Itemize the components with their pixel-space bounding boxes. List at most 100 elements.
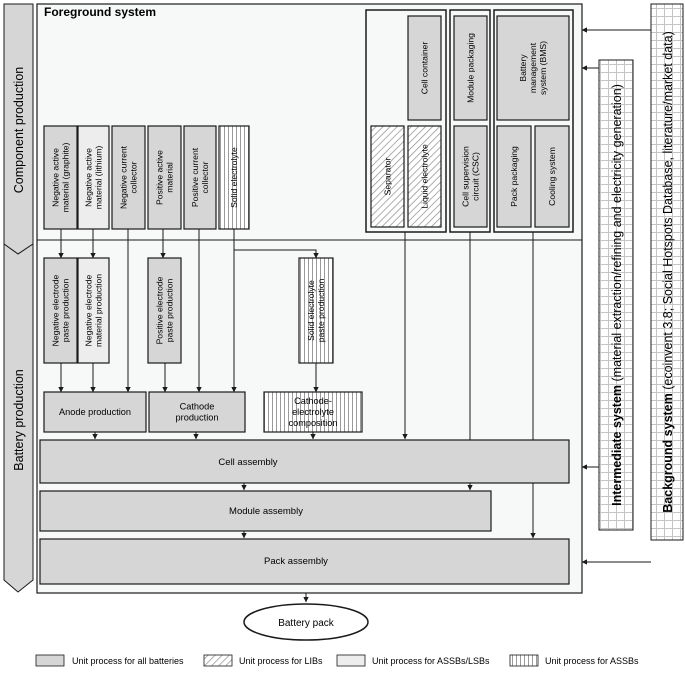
cell-assembly-box <box>39 439 570 484</box>
legend-swatch-libs <box>203 654 233 667</box>
cathode-electrolyte-composition-label-line: Cathode- <box>294 396 332 406</box>
battery-management-system-label: Batterymanagementsystem (BMS) <box>518 41 548 95</box>
pack-assembly-box <box>39 538 570 585</box>
pos-active-material-label: Positive activematerial <box>154 150 174 205</box>
cell-supervision-circuit-label-line: Cell supervision <box>460 146 470 207</box>
neg-active-graphite-label-line: material (graphite) <box>61 142 71 212</box>
solid-electrolyte-paste-label: Solid electrolytepaste production <box>306 279 326 343</box>
cell-assembly-label: Cell assembly <box>218 457 277 468</box>
pos-electrode-paste-label: Positive electrodepaste production <box>154 276 174 344</box>
neg-active-graphite-label: Negative activematerial (graphite) <box>50 142 70 212</box>
liquid-electrolyte-label-line: Liquid electrolyte <box>420 144 430 209</box>
cell-supervision-circuit-box <box>453 125 488 228</box>
neg-active-lithium-box <box>77 125 110 230</box>
battery-management-system-label-line: Battery <box>518 54 528 82</box>
background-system-box <box>650 3 684 541</box>
pos-electrode-paste-label-line: Positive electrode <box>154 276 164 344</box>
unit-process-boxes: Negative activematerial (graphite)Negati… <box>43 15 570 433</box>
cathode-electrolyte-composition-box <box>263 391 363 433</box>
foreground-title: Foreground system <box>44 5 156 19</box>
module-assembly-label: Module assembly <box>229 506 303 517</box>
legend: Unit process for all batteries Unit proc… <box>35 654 639 667</box>
cell-supervision-circuit-label: Cell supervisioncircuit (CSC) <box>460 146 480 207</box>
pos-electrode-paste-label-line: paste production <box>165 279 175 343</box>
component-production-label: Component production <box>12 67 26 194</box>
separator-label-line: Separator <box>383 157 393 195</box>
anode-production-label-line: Anode production <box>59 407 131 417</box>
cathode-production-label-line: Cathode <box>180 402 215 412</box>
pack-packaging-label: Pack packaging <box>509 146 519 207</box>
cell-container-label-line: Cell container <box>420 42 430 95</box>
flow-arrows <box>58 229 536 603</box>
cooling-system-box <box>534 125 570 228</box>
background-system-detail: (ecoinvent 3.8; Social Hotspots Database… <box>661 31 675 393</box>
module-packaging-label-line: Module packaging <box>466 33 476 103</box>
legend-swatch-assbs <box>509 654 539 667</box>
cathode-production-box <box>148 391 246 433</box>
pack-packaging-label-line: Pack packaging <box>509 146 519 207</box>
neg-electrode-material-box <box>77 257 110 364</box>
battery-production-phase <box>3 243 34 593</box>
pos-current-collector-label: Positive currentcollector <box>190 147 210 207</box>
separator-box <box>370 125 405 228</box>
solid-electrolyte-label: Solid electrolyte <box>229 147 239 208</box>
legend-swatch-assbs-lsbs <box>336 654 366 667</box>
legend-label-all: Unit process for all batteries <box>72 656 184 666</box>
cell-container-box <box>407 15 442 121</box>
battery-pack-label: Battery pack <box>278 618 335 629</box>
cooling-system-label: Cooling system <box>547 147 557 206</box>
liquid-electrolyte-label: Liquid electrolyte <box>420 144 430 209</box>
neg-active-lithium-label-line: material (lithium) <box>94 146 104 210</box>
neg-electrode-paste-label: Negative electrodepaste production <box>50 274 70 346</box>
neg-electrode-paste-label-line: Negative electrode <box>50 274 60 346</box>
neg-current-collector-label-line: Negative current <box>118 145 128 209</box>
neg-electrode-material-label-line: Negative electrode <box>83 274 93 346</box>
solid-electrolyte-paste-label-line: Solid electrolyte <box>306 280 316 341</box>
cell-container-label: Cell container <box>420 42 430 95</box>
neg-current-collector-label-line: collector <box>129 161 139 193</box>
module-assembly-box <box>39 490 492 532</box>
cathode-electrolyte-composition-label-line: composition <box>288 418 337 428</box>
pos-current-collector-label-line: collector <box>200 161 210 193</box>
cathode-production-label-line: production <box>176 413 219 423</box>
separator-label: Separator <box>383 157 393 195</box>
intermediate-system-title: Intermediate system <box>610 385 624 506</box>
solid-electrolyte-paste-label-line: paste production <box>316 279 326 343</box>
pos-active-material-label-line: material <box>165 162 175 193</box>
pack-assembly-label: Pack assembly <box>264 556 328 567</box>
neg-electrode-paste-label-line: paste production <box>61 279 71 343</box>
pos-current-collector-label-line: Positive current <box>190 147 200 207</box>
pos-electrode-paste-box <box>147 257 182 364</box>
anode-production-label: Anode production <box>59 407 131 417</box>
anode-production-box <box>43 391 147 433</box>
pos-current-collector-box <box>183 125 217 230</box>
liquid-electrolyte-box <box>407 125 442 228</box>
neg-active-graphite-label-line: Negative active <box>50 148 60 207</box>
neg-active-graphite-box <box>43 125 78 230</box>
pos-active-material-label-line: Positive active <box>154 150 164 205</box>
neg-electrode-material-label-line: material production <box>94 274 104 347</box>
battery-management-system-label-line: management <box>528 42 538 93</box>
intermediate-system-box <box>598 59 634 531</box>
legend-swatch-all <box>35 654 65 667</box>
pos-active-material-box <box>147 125 182 230</box>
background-system-title: Background system <box>661 393 675 512</box>
neg-current-collector-box <box>111 125 146 230</box>
solid-electrolyte-paste-box <box>298 257 334 364</box>
cooling-system-label-line: Cooling system <box>547 147 557 206</box>
background-system-label: Background system (ecoinvent 3.8; Social… <box>661 31 675 512</box>
battery-management-system-label-line: system (BMS) <box>538 41 548 95</box>
legend-label-assbs: Unit process for ASSBs <box>545 656 639 666</box>
battery-management-system-box <box>496 15 570 121</box>
module-packaging-box <box>453 15 488 121</box>
battery-pack-ellipse <box>243 603 369 641</box>
cell-supervision-circuit-label-line: circuit (CSC) <box>471 152 481 201</box>
pack-packaging-box <box>496 125 532 228</box>
module-packaging-label: Module packaging <box>466 33 476 103</box>
neg-electrode-material-label: Negative electrodematerial production <box>83 274 103 347</box>
intermediate-system-detail: (material extraction/refining and electr… <box>610 84 624 385</box>
legend-label-libs: Unit process for LIBs <box>239 656 323 666</box>
